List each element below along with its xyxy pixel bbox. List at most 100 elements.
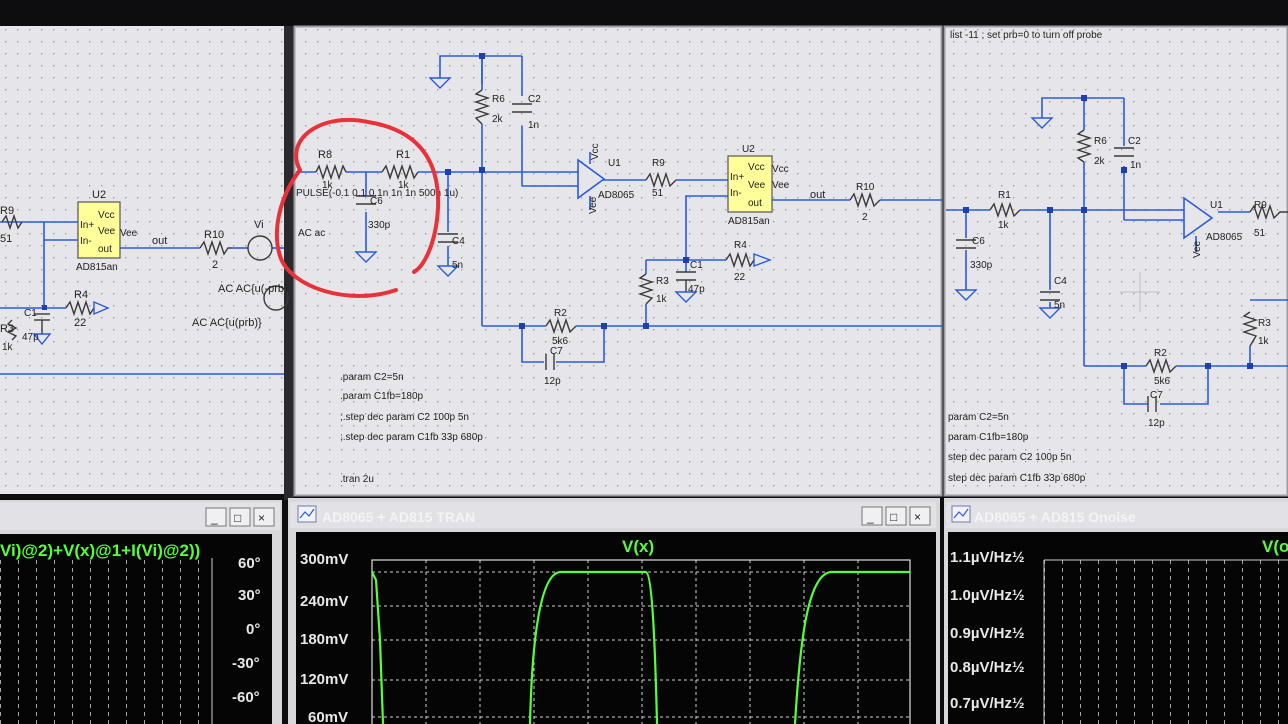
ground-symbol bbox=[354, 251, 378, 263]
schematic-pane-left[interactable] bbox=[0, 26, 284, 494]
pin-vee: Vee bbox=[98, 226, 116, 237]
value-c4-right: 5n bbox=[1054, 300, 1065, 311]
ac-source-2: AC AC{u(prb)} bbox=[192, 317, 262, 329]
pin-in-minus-u2: In- bbox=[730, 188, 742, 199]
ground-symbol bbox=[674, 291, 698, 303]
trace-label-center: V(x) bbox=[622, 537, 654, 556]
window-controls-center[interactable]: _ □ × bbox=[861, 506, 931, 526]
opamp-u1[interactable] bbox=[577, 158, 606, 200]
label-r6-right: R6 bbox=[1094, 136, 1107, 147]
value-r1-right: 1k bbox=[998, 220, 1010, 231]
resistor-r9-left bbox=[1, 213, 23, 231]
label-r9-left: R9 bbox=[0, 205, 14, 217]
window-controls-left[interactable]: _ □ × bbox=[205, 507, 275, 527]
label-r4-left: R4 bbox=[74, 289, 88, 301]
minimize-icon[interactable]: _ bbox=[210, 511, 218, 525]
opamp-u2[interactable] bbox=[727, 155, 773, 213]
value-r6: 2k bbox=[492, 114, 504, 125]
pane-divider[interactable] bbox=[284, 26, 294, 500]
tick-label: 0.8µV/Hz½ bbox=[950, 659, 1025, 676]
maximize-icon[interactable]: □ bbox=[234, 511, 241, 525]
ground-symbol bbox=[428, 77, 452, 89]
minimize-icon[interactable]: _ bbox=[866, 510, 874, 524]
right-header-text: list -11 ; set prb=0 to turn off probe bbox=[950, 30, 1103, 41]
pin-vcc-u2: Vcc bbox=[748, 162, 765, 173]
value-r9-right: 51 bbox=[1254, 228, 1266, 239]
pin-out-u2: out bbox=[748, 198, 762, 209]
pin-vcc-u1: Vcc bbox=[590, 143, 601, 160]
value-c6-right: 330p bbox=[970, 260, 993, 271]
plot-title-right: AD8065 + AD815 Onoise bbox=[974, 509, 1136, 525]
label-r4: R4 bbox=[734, 240, 747, 251]
ground-symbol bbox=[954, 289, 978, 301]
resistor-r6 bbox=[473, 89, 491, 125]
label-r3-left: R3 bbox=[0, 323, 14, 335]
label-c2-right: C2 bbox=[1128, 136, 1141, 147]
ground-symbol bbox=[436, 265, 460, 277]
value-r9: 51 bbox=[652, 188, 664, 199]
label-c7-right: C7 bbox=[1150, 390, 1163, 401]
label-c7: C7 bbox=[550, 346, 563, 357]
voltage-source-vi bbox=[247, 235, 273, 261]
plot-window-center[interactable] bbox=[288, 498, 940, 724]
resistor-r3 bbox=[637, 273, 655, 305]
resistor-r8 bbox=[315, 163, 347, 181]
resistor-r2 bbox=[545, 317, 577, 335]
y-axis-right-left-plot: 60° 30° 0° -30° -60° bbox=[232, 555, 261, 706]
value-r2-right: 5k6 bbox=[1154, 376, 1171, 387]
plot-area-center bbox=[296, 532, 936, 724]
right-components bbox=[956, 129, 1288, 412]
opamp-u2-left[interactable] bbox=[77, 201, 121, 259]
value-c2-right: 1n bbox=[1130, 160, 1141, 171]
close-icon[interactable]: × bbox=[914, 510, 921, 524]
plot-window-right[interactable] bbox=[944, 498, 1288, 724]
value-r3-right: 1k bbox=[1258, 336, 1270, 347]
close-icon[interactable]: × bbox=[258, 511, 265, 525]
pin-in-plus: In+ bbox=[80, 220, 94, 231]
tick-label: -60° bbox=[232, 689, 260, 706]
tick-label: 0° bbox=[246, 621, 260, 638]
value-r1: 1k bbox=[398, 180, 410, 191]
value-r9-left: 51 bbox=[0, 233, 12, 245]
part-u1-right: AD8065 bbox=[1206, 232, 1243, 243]
spice-directives-right[interactable]: param C2=5n param C1fb=180p step dec par… bbox=[948, 412, 1086, 484]
opamp-u1-right[interactable] bbox=[1183, 196, 1214, 240]
plot-window-left[interactable] bbox=[0, 500, 282, 724]
label-c4: C4 bbox=[452, 236, 465, 247]
pin-vcc: Vcc bbox=[98, 210, 115, 221]
resistor-r4 bbox=[725, 251, 755, 269]
spice-directives-center[interactable]: .param C2=5n .param C1fb=180p ;.step dec… bbox=[340, 372, 483, 485]
label-r1: R1 bbox=[396, 149, 410, 161]
schematic-pane-right[interactable] bbox=[943, 25, 1288, 497]
label-vi: Vi bbox=[254, 219, 264, 231]
label-r3-right: R3 bbox=[1258, 318, 1271, 329]
label-r9-right: R9 bbox=[1254, 200, 1267, 211]
directive: ;.step dec param C1fb 33p 680p bbox=[340, 432, 483, 443]
label-r2-right: R2 bbox=[1154, 348, 1167, 359]
tick-label: 60mV bbox=[308, 709, 348, 724]
directive: step dec param C2 100p 5n bbox=[948, 452, 1071, 463]
probe-source bbox=[263, 285, 289, 311]
value-r3: 1k bbox=[656, 294, 668, 305]
pin-vee-ext: Vee bbox=[120, 228, 138, 239]
ac-source-1: AC AC{u(-prb) bbox=[218, 283, 288, 295]
directive: param C1fb=180p bbox=[948, 432, 1029, 443]
ac-label: AC ac bbox=[298, 228, 325, 239]
label-c1-left: C1 bbox=[24, 308, 37, 319]
directive: step dec param C1fb 33p 680p bbox=[948, 473, 1086, 484]
net-out-left: out bbox=[152, 235, 167, 247]
tick-label: 1.1µV/Hz½ bbox=[950, 549, 1025, 566]
center-wires bbox=[296, 55, 942, 363]
value-c7: 12p bbox=[544, 376, 561, 387]
tick-label: -30° bbox=[232, 655, 260, 672]
value-c4: 5n bbox=[452, 260, 463, 271]
pin-in-minus: In- bbox=[80, 236, 92, 247]
tick-label: 240mV bbox=[300, 593, 348, 610]
maximize-icon[interactable]: □ bbox=[890, 510, 897, 524]
schematic-pane-center[interactable] bbox=[293, 25, 943, 497]
directive: .tran 2u bbox=[340, 474, 374, 485]
label-u1: U1 bbox=[608, 158, 621, 169]
resistor-r4-left bbox=[65, 299, 95, 317]
value-r3-left: 1k bbox=[2, 342, 14, 353]
